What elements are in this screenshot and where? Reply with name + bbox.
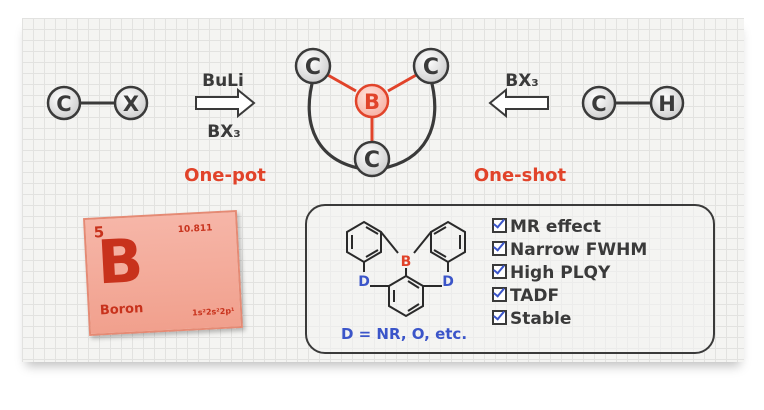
- reagent-bx3-right: BX₃: [505, 71, 539, 91]
- feature-panel: [305, 204, 715, 354]
- donor-caption: D = NR, O, etc.: [341, 325, 467, 343]
- feature-item: TADF: [492, 285, 647, 308]
- hydrogen-atom: [649, 85, 685, 121]
- carbon-atom-left: [46, 85, 82, 121]
- boron-label-molecule: B: [401, 254, 412, 270]
- feature-label: Stable: [510, 309, 572, 329]
- carbon-atom-top-right: [412, 47, 450, 85]
- boron-atom-center: [354, 83, 390, 119]
- carbon-label-bottom: C: [364, 148, 380, 173]
- right-reactant: C H: [581, 85, 685, 121]
- b-c-bond-left: [325, 72, 357, 93]
- checkbox-icon: [492, 264, 507, 279]
- boron-label-center: B: [364, 90, 380, 114]
- feature-item: Narrow FWHM: [492, 239, 647, 262]
- reagent-buli: BuLi: [202, 71, 244, 91]
- carbon-label-right: C: [591, 92, 606, 116]
- feature-label: MR effect: [510, 217, 601, 237]
- carbon-label-top-left: C: [305, 55, 321, 80]
- donor-label-left: D: [358, 274, 370, 290]
- checkbox-icon: [492, 287, 507, 302]
- b-c-bond-right: [387, 72, 419, 93]
- one-pot-label: One-pot: [184, 165, 266, 186]
- right-arrow: [195, 87, 256, 119]
- checkbox-icon: [492, 218, 507, 233]
- ring-arc-left: [307, 75, 371, 172]
- carbon-label-top-right: C: [423, 55, 439, 80]
- reagent-bx3-left: BX₃: [207, 122, 241, 142]
- feature-label: High PLQY: [510, 263, 611, 283]
- carbon-atom-bottom: [353, 140, 391, 178]
- carbon-label-left: C: [56, 92, 71, 116]
- feature-item: Stable: [492, 308, 647, 331]
- left-reactant: C X: [46, 85, 149, 121]
- feature-item: MR effect: [492, 216, 647, 239]
- left-arrow: [488, 87, 549, 119]
- feature-label: TADF: [510, 286, 560, 306]
- checkbox-icon: [492, 310, 507, 325]
- feature-label: Narrow FWHM: [510, 240, 648, 260]
- feature-item: High PLQY: [492, 262, 647, 285]
- one-shot-label: One-shot: [474, 165, 567, 186]
- central-structure: C C C B: [294, 47, 450, 178]
- hydrogen-label: H: [658, 92, 676, 116]
- donor-label-right: D: [442, 274, 454, 290]
- checkbox-icon: [492, 241, 507, 256]
- carbon-atom-right: [581, 85, 617, 121]
- ring-arc-right: [371, 75, 437, 172]
- halogen-atom: [113, 85, 149, 121]
- carbon-atom-top-left: [294, 47, 332, 85]
- halogen-label: X: [123, 92, 139, 116]
